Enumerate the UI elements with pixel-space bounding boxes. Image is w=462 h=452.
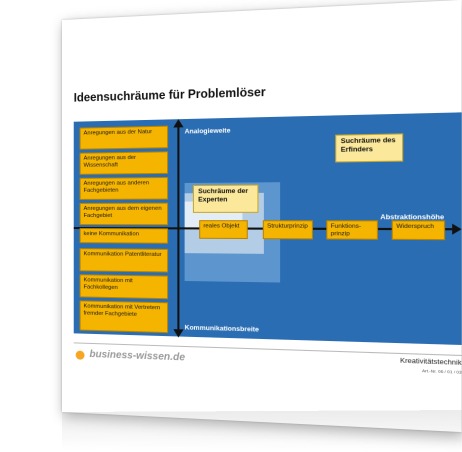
vertical-axis [177,127,180,334]
box-fachkollegen: Kommunikation mit Fachkollegen [79,274,169,300]
search-space-inventors: Suchräume des Erfinders [335,133,404,163]
brand-dot-icon [75,350,85,360]
box-strukturprinzip: Strukturprinzip [262,220,313,240]
footer-article-number: Art.-Nr. 06 / 01 / 03 [421,367,462,375]
box-widerspruch: Widerspruch [391,220,446,241]
box-andere-fachgebiete: Anregungen aus anderen Fachgebieten [79,176,169,200]
arrow-down-icon [173,329,184,338]
box-eigenes-fachgebiet: Anregungen aus dem eigenen Fachgebiet [79,202,169,226]
axis-label-analogieweite: Analogieweite [184,127,231,136]
arrow-right-icon [452,223,462,235]
box-fremde-fachgebiete: Kommunikation mit Vertretern fremder Fac… [79,300,169,334]
arrow-up-icon [173,119,184,128]
box-wissenschaft: Anregungen aus der Wissenschaft [79,151,169,175]
box-natur: Anregungen aus der Natur [79,125,169,150]
diagram-panel: Analogieweite Abstraktionshöhe Kommunika… [73,112,462,345]
page-title: Ideensuchräume für Problemlöser [73,86,266,105]
box-funktionsprinzip: Funktions-prinzip [326,220,379,240]
box-keine-kommunikation: keine Kommunikation [79,228,169,244]
axis-label-kommunikationsbreite: Kommunikationsbreite [184,324,259,334]
search-space-experts: Suchräume der Experten [192,184,259,213]
brand-logo: business-wissen.de [89,348,186,364]
box-reales-objekt: reales Objekt [199,220,248,240]
document-sheet: Ideensuchräume für Problemlöser Analogie… [62,0,462,433]
box-patentliteratur: Kommunikation Patentliteratur [79,248,169,273]
document-preview: Ideensuchräume für Problemlöser Analogie… [62,86,462,452]
sheet-reflection [62,410,462,452]
